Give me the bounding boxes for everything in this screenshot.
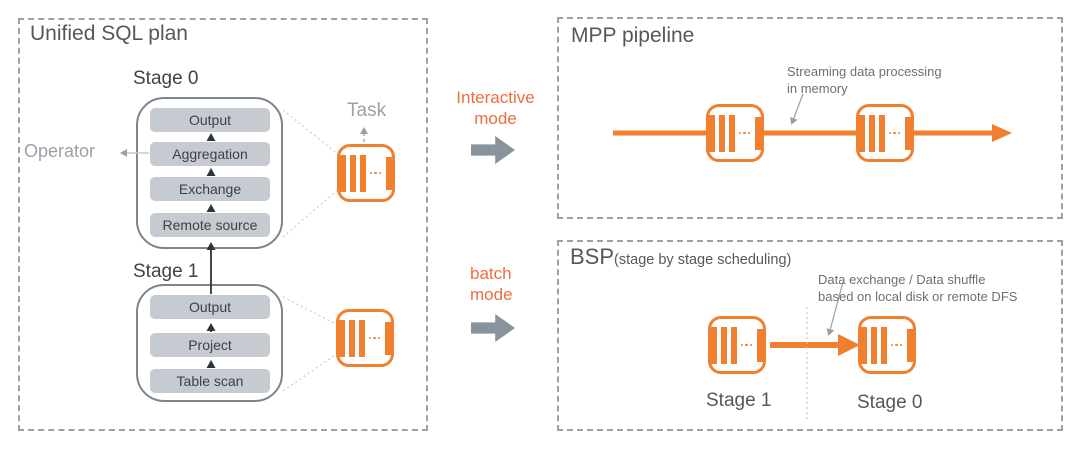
task-bar (358, 319, 365, 357)
task-ellipsis-dots (888, 131, 901, 135)
mpp-pipeline-panel (557, 17, 1063, 219)
task-bar (340, 154, 346, 192)
operator-box-aggregation: Aggregation (150, 142, 270, 166)
mpp-pipeline-title: MPP pipeline (571, 24, 695, 47)
task-bar (870, 326, 877, 364)
task-bar (880, 326, 887, 364)
task-icon (858, 316, 916, 374)
task-bar (349, 154, 356, 192)
bsp-title-subtitle: (stage by stage scheduling) (614, 252, 792, 268)
task-bar (907, 328, 913, 362)
interactive-mode-arrow-icon (471, 136, 515, 164)
bsp-stage0-label: Stage 0 (857, 392, 923, 413)
task-label: Task (347, 100, 387, 121)
task-bar (709, 114, 715, 152)
operator-box-project: Project (150, 333, 270, 357)
task-ellipsis-dots (740, 343, 753, 347)
operator-box-output-stage0: Output (150, 108, 270, 132)
bsp-annotation: Data exchange / Data shuffle based on lo… (818, 271, 1017, 305)
unified-sql-plan-title: Unified SQL plan (30, 22, 188, 45)
batch-mode-line1: batch (470, 264, 512, 283)
operator-box-exchange: Exchange (150, 177, 270, 201)
batch-mode-label: batch mode (470, 263, 513, 305)
task-icon (336, 309, 394, 367)
bsp-annotation-line1: Data exchange / Data shuffle (818, 272, 986, 287)
task-ellipsis-dots (738, 131, 751, 135)
interactive-mode-label: Interactive mode (443, 87, 548, 129)
mpp-annotation-line2: in memory (787, 81, 848, 96)
task-bar (348, 319, 355, 357)
mpp-annotation: Streaming data processing in memory (787, 63, 942, 97)
bsp-annotation-line2: based on local disk or remote DFS (818, 289, 1018, 304)
bsp-title-main: BSP (570, 244, 615, 269)
task-bar (868, 114, 875, 152)
stage0-label: Stage 0 (133, 68, 199, 89)
task-bar (755, 116, 761, 150)
task-bar (859, 114, 865, 152)
task-bar (730, 326, 737, 364)
operator-box-output-stage1: Output (150, 295, 270, 319)
task-bar (878, 114, 885, 152)
task-bar (905, 116, 911, 150)
task-bar (386, 156, 392, 190)
task-bar (711, 326, 717, 364)
task-icon (708, 316, 766, 374)
task-bar (339, 319, 345, 357)
task-bar (861, 326, 867, 364)
bsp-panel (557, 240, 1063, 431)
task-bar (728, 114, 735, 152)
operator-box-table-scan: Table scan (150, 369, 270, 393)
task-ellipsis-dots (368, 336, 381, 340)
task-bar (718, 114, 725, 152)
stage1-label: Stage 1 (133, 261, 199, 282)
task-ellipsis-dots (369, 171, 382, 175)
bsp-title: BSP (stage by stage scheduling) (570, 244, 791, 270)
operator-label: Operator (24, 141, 96, 161)
task-icon (706, 104, 764, 162)
mpp-annotation-line1: Streaming data processing (787, 64, 942, 79)
task-bar (385, 321, 391, 355)
operator-box-remote-source: Remote source (150, 213, 270, 237)
batch-mode-arrow-icon (471, 314, 515, 342)
task-bar (359, 154, 366, 192)
task-bar (757, 328, 763, 362)
task-icon (337, 144, 395, 202)
task-ellipsis-dots (890, 343, 903, 347)
interactive-mode-line1: Interactive (456, 88, 535, 107)
bsp-stage1-label: Stage 1 (706, 390, 772, 411)
task-icon (856, 104, 914, 162)
batch-mode-line2: mode (470, 285, 513, 304)
task-bar (720, 326, 727, 364)
interactive-mode-line2: mode (474, 109, 517, 128)
